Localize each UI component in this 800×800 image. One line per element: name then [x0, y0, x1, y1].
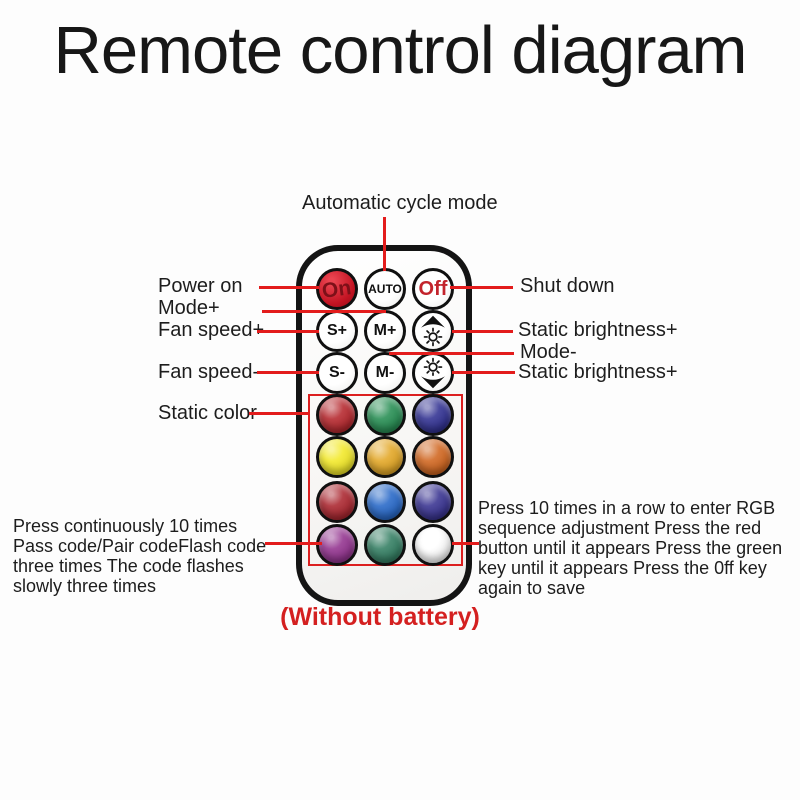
connector-mode-minus-line [389, 352, 514, 355]
button-off[interactable]: Off [412, 268, 454, 310]
brightness-up-icon [416, 314, 450, 348]
button-label-m-minus: M- [375, 364, 395, 381]
color-button-green[interactable] [364, 394, 406, 436]
note-pairing-instructions: Press continuously 10 times Pass code/Pa… [13, 516, 267, 596]
button-s-minus[interactable]: S- [316, 352, 358, 394]
color-button-dark-red[interactable] [316, 481, 358, 523]
button-brightness-down[interactable] [412, 352, 454, 394]
color-button-orange[interactable] [412, 436, 454, 478]
label-shut-down: Shut down [520, 275, 615, 297]
page-title: Remote control diagram [53, 13, 748, 88]
connector-static-color-line [249, 412, 310, 415]
color-button-yellow[interactable] [316, 436, 358, 478]
connector-fan-speed-plus-line [257, 330, 319, 333]
label-fan-speed-plus: Fan speed+ [158, 319, 265, 341]
button-on[interactable]: On [316, 268, 358, 310]
connector-left-note-line [265, 542, 322, 545]
label-static-brightness-down: Static brightness+ [518, 361, 678, 383]
color-button-white[interactable] [412, 524, 454, 566]
color-button-red[interactable] [316, 394, 358, 436]
button-label-on: On [320, 275, 354, 303]
connector-mode-plus-line [262, 310, 386, 313]
button-s-plus[interactable]: S+ [316, 310, 358, 352]
button-label-auto: AUTO [368, 282, 402, 296]
color-button-blue[interactable] [364, 481, 406, 523]
label-without-battery: (Without battery) [280, 603, 480, 631]
connector-right-note-line [452, 542, 479, 545]
button-m-minus[interactable]: M- [364, 352, 406, 394]
color-button-indigo[interactable] [412, 481, 454, 523]
color-button-amber[interactable] [364, 436, 406, 478]
label-static-brightness-up: Static brightness+ [518, 319, 678, 341]
label-power-on: Power on [158, 275, 243, 297]
label-fan-speed-minus: Fan speed- [158, 361, 260, 383]
button-label-off: Off [418, 278, 448, 300]
connector-auto-cycle-line [383, 217, 386, 271]
note-rgb-sequence-instructions: Press 10 times in a row to enter RGB seq… [478, 498, 783, 598]
connector-shut-down-line [450, 286, 513, 289]
connector-fan-speed-minus-line [257, 371, 319, 374]
connector-brightness-up-line [452, 330, 513, 333]
button-label-s-plus: S+ [326, 322, 347, 339]
connector-power-on-line [259, 286, 319, 289]
connector-brightness-down-line [452, 371, 515, 374]
color-button-navy-blue[interactable] [412, 394, 454, 436]
brightness-down-icon [416, 356, 450, 390]
button-auto[interactable]: AUTO [364, 268, 406, 310]
label-mode-plus: Mode+ [158, 297, 220, 319]
label-automatic-cycle-mode: Automatic cycle mode [302, 192, 498, 214]
button-label-m-plus: M+ [373, 322, 397, 339]
label-static-color: Static color [158, 402, 257, 424]
button-label-s-minus: S- [329, 364, 345, 381]
label-mode-minus: Mode- [520, 341, 577, 363]
color-button-teal-green[interactable] [364, 524, 406, 566]
button-brightness-up[interactable] [412, 310, 454, 352]
button-m-plus[interactable]: M+ [364, 310, 406, 352]
color-button-purple[interactable] [316, 524, 358, 566]
